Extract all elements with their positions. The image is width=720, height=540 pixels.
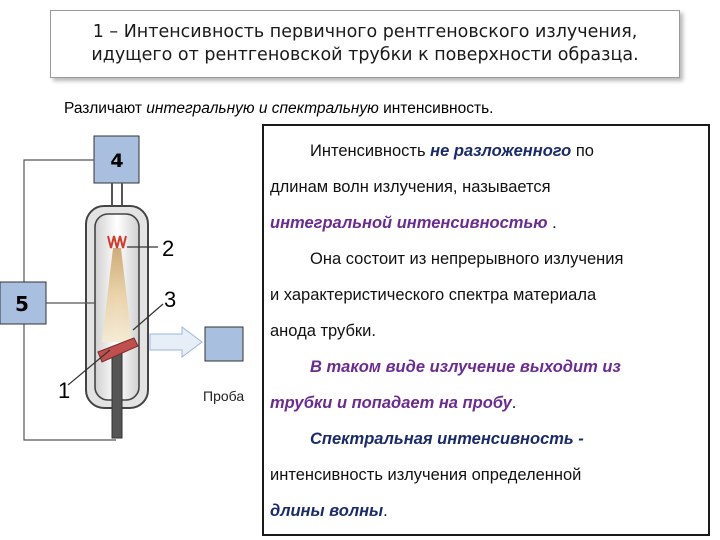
subtitle-emphasis: интегральную и спектральную — [146, 100, 379, 117]
text-line-6: анода трубки. — [270, 322, 376, 340]
sample-box — [204, 326, 244, 362]
title-line-2: идущего от рентгеновской трубки к поверх… — [91, 45, 639, 65]
text-line-1: Интенсивность не разложенного по — [310, 142, 594, 161]
text-line-10: интенсивность излучения определенной — [270, 466, 582, 484]
anode-rod — [111, 351, 123, 439]
label-3: 3 — [164, 287, 176, 312]
text-3a: интегральной интенсивностью — [270, 214, 548, 232]
radiation-arrow — [149, 326, 203, 358]
text-line-8: трубки и попадает на пробу. — [270, 394, 516, 413]
pointer-1 — [67, 349, 111, 386]
box-4 — [93, 135, 140, 184]
text-3b: . — [547, 214, 557, 232]
text-11a: длины волны — [270, 502, 384, 520]
xray-tube-diagram: 4 2 3 1 5 — [0, 135, 244, 441]
box-5 — [0, 281, 47, 325]
sample-label: Проба — [203, 388, 245, 404]
text-box: Интенсивность не разложенного по длинам … — [262, 124, 710, 536]
text-line-3: интегральной интенсивностью . — [270, 214, 557, 233]
pointer-3 — [132, 303, 164, 331]
text-line-11: длины волны. — [270, 502, 388, 521]
text-11b: . — [383, 502, 388, 520]
label-1: 1 — [58, 378, 70, 403]
text-line-7: В таком виде излучение выходит из — [310, 358, 621, 376]
title-box: 1 – Интенсивность первичного рентгеновск… — [50, 10, 680, 78]
label-5: 5 — [15, 292, 29, 316]
text-line-2: длинам волн излучения, называется — [270, 178, 551, 196]
label-4: 4 — [110, 150, 123, 172]
filament — [107, 235, 127, 249]
text-1b: не разложенного — [430, 142, 572, 160]
text-line-5: и характеристического спектра материала — [270, 286, 597, 304]
electron-beam — [102, 248, 132, 342]
text-1a: Интенсивность — [310, 142, 431, 160]
label-2: 2 — [162, 236, 174, 261]
subtitle-part-3: интенсивность. — [378, 100, 494, 117]
text-9a: Спектральная интенсивность — [310, 430, 574, 448]
text-line-9: Спектральная интенсивность - — [310, 430, 584, 449]
anode-target — [97, 337, 139, 363]
text-line-4: Она состоит из непрерывного излучения — [310, 250, 624, 268]
text-8b: . — [511, 394, 517, 412]
text-1c: по — [571, 142, 594, 160]
text-8a: трубки и попадает на пробу — [270, 394, 512, 412]
subtitle-part-1: Различают — [64, 100, 147, 117]
text-9b: - — [573, 430, 584, 448]
title-line-1: 1 – Интенсивность первичного рентгеновск… — [92, 22, 638, 42]
subtitle: Различают интегральную и спектральную ин… — [64, 100, 493, 118]
